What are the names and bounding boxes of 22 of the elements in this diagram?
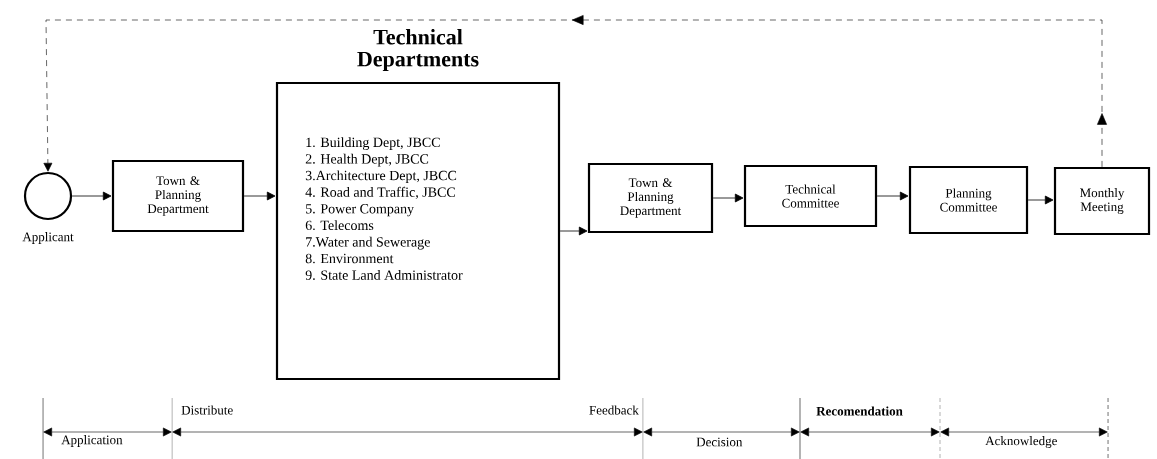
arrow xyxy=(1027,195,1054,205)
timeline-label: Application xyxy=(60,434,124,448)
department-list-box: 1. Building Dept, JBCC 2. Health Dept, JBCC 3.Architecture Dept, JBCC 4. Road and Traffic, JBCC 5. Power Company 6. Telecoms 7.Water and Sewerage 8. Environment 9. State Land Administrator xyxy=(275,81,561,381)
diagram-title: Technical Departments xyxy=(357,29,479,71)
arrow xyxy=(712,193,744,203)
node-caption: Applicant xyxy=(22,232,74,244)
timeline-label: Feedback xyxy=(588,404,640,416)
arrow xyxy=(243,191,276,201)
arrow xyxy=(876,191,909,201)
start-circle xyxy=(23,171,73,221)
timeline-label: Decision xyxy=(695,436,744,448)
process-box: Planning Committee xyxy=(908,165,1029,235)
process-box: Town & Planning Department xyxy=(587,162,714,234)
process-box: Monthly Meeting xyxy=(1053,166,1151,236)
feedback-arrow xyxy=(43,15,1107,172)
arrow xyxy=(559,226,588,236)
process-box: Technical Committee xyxy=(743,164,878,228)
timeline-label: Recomendation xyxy=(815,405,904,417)
timeline-label: Acknowledge xyxy=(984,435,1059,449)
process-box: Town & Planning Department xyxy=(111,159,245,233)
arrow xyxy=(71,191,112,201)
timeline-label: Distribute xyxy=(180,404,235,416)
